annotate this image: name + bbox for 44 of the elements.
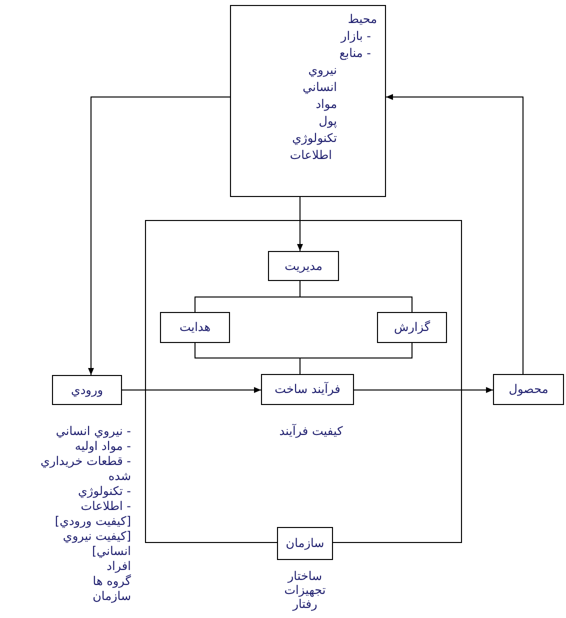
list-item: [كيفيت ورودي] [54, 514, 131, 529]
list-item: - نيروي انساني [56, 424, 131, 439]
arrow [386, 94, 524, 374]
list-item: ساختار [288, 569, 322, 583]
list-item: پول [318, 113, 337, 130]
arrow [354, 387, 494, 393]
list-item: مواد [316, 96, 337, 113]
process-box [160, 312, 230, 343]
connector-line [300, 342, 412, 374]
panel-heading: محيط [348, 11, 377, 28]
list-item: - اطلاعات [80, 499, 131, 514]
text-panel [230, 5, 386, 197]
list-item: گروه ها [92, 574, 131, 589]
list-item: - منابع [339, 45, 371, 62]
list-item: رفتار [292, 597, 318, 611]
process-box [377, 312, 447, 343]
node-label: گزارش [394, 319, 430, 336]
node-label: سازمان [286, 535, 324, 552]
node-label: مديريت [284, 258, 322, 274]
connector-line [300, 280, 412, 312]
arrow [297, 196, 303, 252]
arrow [122, 387, 262, 393]
list-item: سازمان [92, 589, 131, 604]
list-item: تكنولوژي [292, 130, 337, 147]
list-item: - قطعات خريداري شده [40, 454, 131, 484]
process-box [268, 251, 339, 281]
node-label: محصول [508, 381, 548, 398]
list-item: اطلاعات [290, 147, 332, 164]
process-box [277, 527, 333, 560]
list-item: افراد [106, 559, 131, 574]
node-label: ورودي [70, 382, 104, 398]
process-box [52, 375, 122, 405]
list-item: - تكنولوژي [78, 484, 131, 499]
process-box [261, 374, 354, 405]
list-item: - بازار [340, 28, 371, 45]
node-label: فرآيند ساخت [274, 381, 340, 398]
node-label: هدايت [179, 319, 211, 336]
node-caption: كيفيت فرآيند [279, 424, 343, 439]
list-item: [كيفيت نيروي انساني] [62, 529, 131, 559]
list-item: نيروي انساني [302, 62, 337, 96]
process-box [493, 374, 564, 405]
list-item: تجهيزات [284, 583, 326, 597]
arrow [88, 96, 230, 376]
list-item: - مواد اوليه [74, 439, 131, 454]
